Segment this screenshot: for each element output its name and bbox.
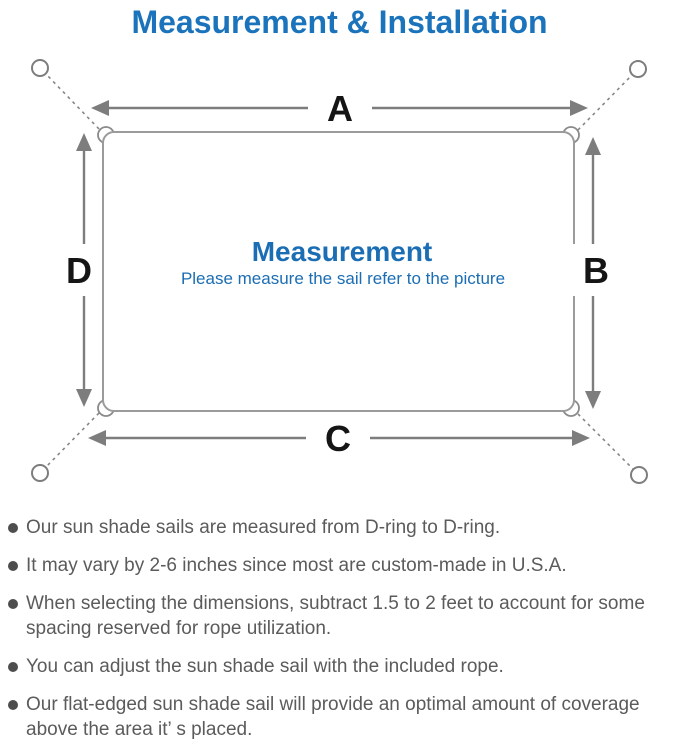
dimension-label-b: B bbox=[583, 250, 609, 291]
dimension-label-a: A bbox=[327, 88, 353, 129]
bullet-icon bbox=[8, 599, 18, 609]
instruction-text: When selecting the dimensions, subtract … bbox=[26, 593, 645, 639]
dimension-label-d: D bbox=[66, 250, 92, 291]
instruction-text: Our sun shade sails are measured from D-… bbox=[26, 517, 501, 538]
list-item: Our sun shade sails are measured from D-… bbox=[8, 515, 669, 540]
instruction-text: You can adjust the sun shade sail with t… bbox=[26, 656, 504, 677]
measurement-diagram: A C D B Measurement Please measure the s… bbox=[0, 41, 679, 509]
measurement-diagram-svg: A C D B Measurement Please measure the s… bbox=[31, 59, 648, 484]
arrow-c-head-right bbox=[572, 430, 590, 446]
label-b-gap bbox=[573, 244, 617, 296]
arrow-c-head-left bbox=[88, 430, 106, 446]
arrow-b-head-top bbox=[585, 137, 601, 155]
dashed-rope-top-right bbox=[577, 73, 634, 131]
label-d-gap bbox=[56, 244, 102, 296]
diagram-heading: Measurement bbox=[252, 236, 433, 267]
instruction-text: Our flat-edged sun shade sail will provi… bbox=[26, 694, 640, 739]
list-item: Our flat-edged sun shade sail will provi… bbox=[8, 692, 669, 739]
bullet-icon bbox=[8, 700, 18, 710]
arrow-d-head-bottom bbox=[76, 389, 92, 407]
anchor-ring-top-left bbox=[31, 59, 49, 77]
instruction-list: Our sun shade sails are measured from D-… bbox=[0, 515, 679, 739]
list-item: When selecting the dimensions, subtract … bbox=[8, 591, 669, 641]
bullet-icon bbox=[8, 662, 18, 672]
list-item: It may vary by 2-6 inches since most are… bbox=[8, 553, 669, 578]
arrow-b-head-bottom bbox=[585, 391, 601, 409]
label-c-gap bbox=[306, 415, 370, 461]
diagram-subheading: Please measure the sail refer to the pic… bbox=[181, 269, 505, 288]
dashed-rope-top-left bbox=[44, 72, 100, 130]
arrow-a-head-left bbox=[91, 100, 109, 116]
anchor-ring-bottom-right bbox=[630, 466, 648, 484]
label-a-gap bbox=[308, 85, 372, 131]
anchor-ring-top-right bbox=[629, 60, 647, 78]
dashed-rope-bottom-left bbox=[44, 412, 100, 469]
instruction-text: It may vary by 2-6 inches since most are… bbox=[26, 555, 567, 576]
bullet-icon bbox=[8, 561, 18, 571]
arrow-d-head-top bbox=[76, 133, 92, 151]
list-item: You can adjust the sun shade sail with t… bbox=[8, 654, 669, 679]
dimension-label-c: C bbox=[325, 418, 351, 459]
arrow-a-head-right bbox=[570, 100, 588, 116]
page-title: Measurement & Installation bbox=[131, 4, 548, 40]
anchor-ring-bottom-left bbox=[31, 464, 49, 482]
dashed-rope-bottom-right bbox=[577, 413, 635, 471]
bullet-icon bbox=[8, 523, 18, 533]
